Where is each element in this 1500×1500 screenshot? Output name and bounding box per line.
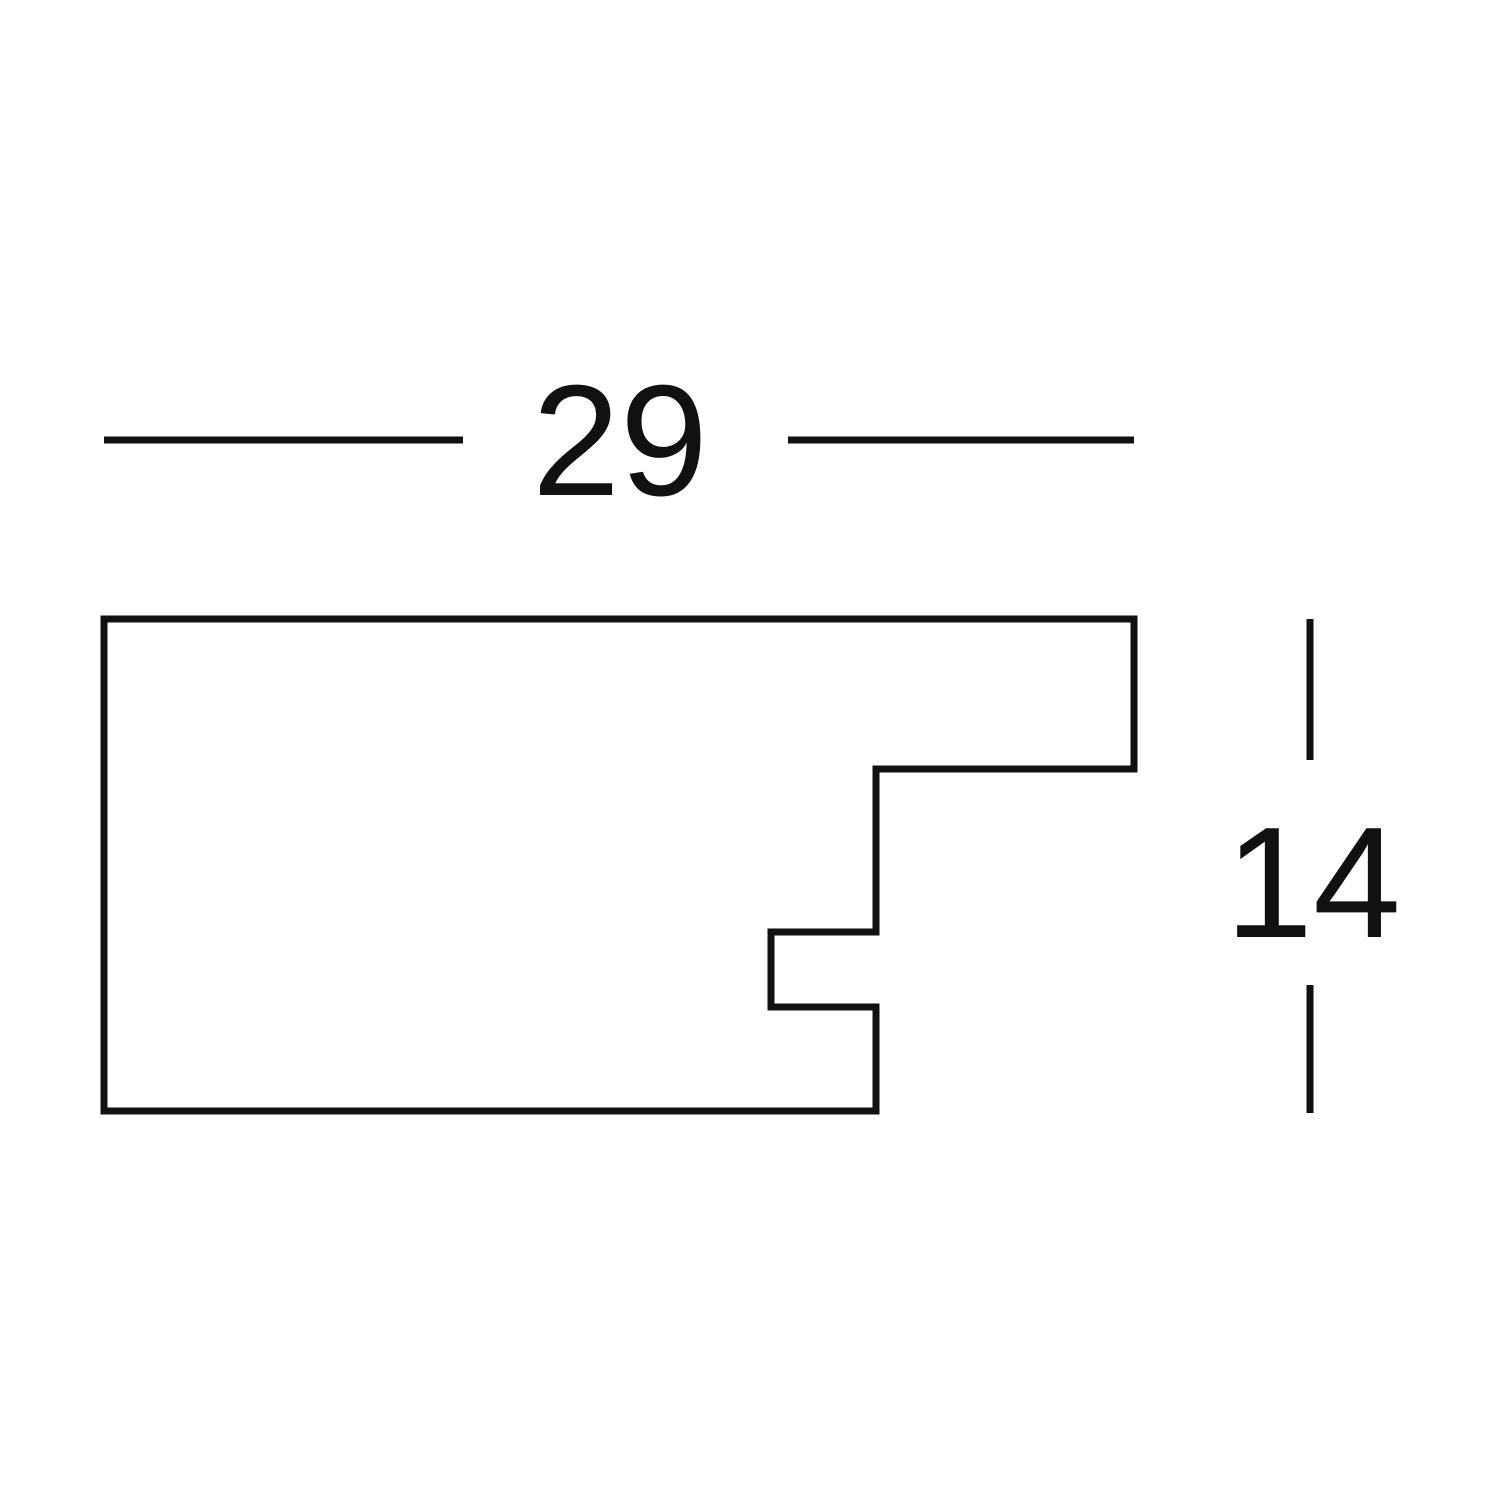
profile-outline <box>100 615 1138 1115</box>
height-dimension-label: 14 <box>1225 795 1401 971</box>
width-dimension-label: 29 <box>532 353 708 529</box>
